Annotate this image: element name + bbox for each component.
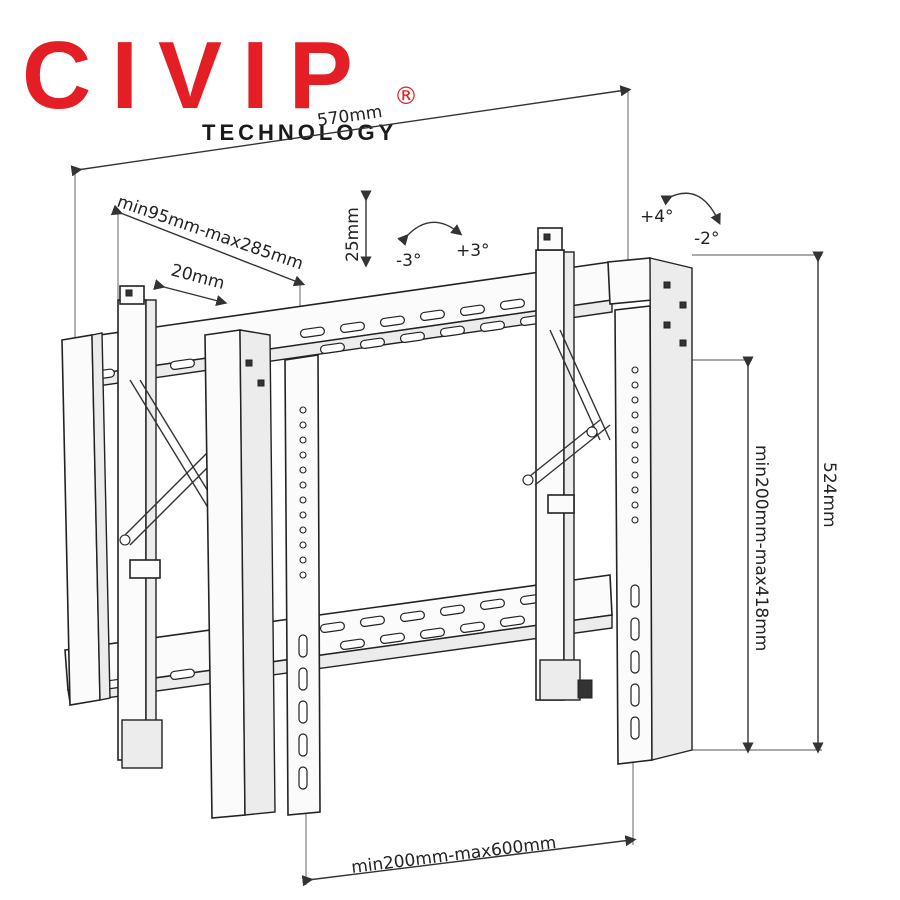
arm-offset-label: 20mm [169, 261, 227, 294]
vesa-horizontal-dimension: min200mm-max600mm [301, 760, 637, 887]
right-inner-strip [614, 305, 653, 765]
vesa-vertical-label: min200mm-max418mm [751, 445, 771, 651]
tilt-lr-indicator: -3° +3° [396, 221, 490, 271]
overall-height-label: 524mm [819, 462, 839, 528]
tilt-right-label: +3° [456, 241, 490, 261]
tilt-up-label: +4° [640, 207, 674, 227]
vesa-horizontal-label: min200mm-max600mm [350, 833, 557, 878]
curved-arrow-icon [397, 221, 463, 246]
tilt-ud-indicator: +4° -2° [640, 192, 721, 249]
vertical-adjust-label: 25mm [343, 207, 363, 262]
wall-mount-bracket [61, 227, 693, 819]
left-vesa-bar [204, 329, 276, 819]
arm-spacing-label: min95mm-max285mm [114, 192, 305, 275]
arm-offset-dimension: 20mm [153, 261, 228, 307]
left-wall-upright [61, 332, 111, 706]
vesa-vertical-dimension: min200mm-max418mm [640, 356, 771, 754]
tilt-left-label: -3° [396, 251, 421, 271]
registered-mark: ® [394, 82, 418, 110]
tilt-down-label: -2° [694, 229, 719, 249]
right-popout-arm [522, 227, 611, 701]
vertical-adjust-dimension: 25mm [343, 190, 372, 268]
left-inner-strip [284, 354, 321, 816]
left-strip-holes [298, 406, 308, 790]
right-vesa-bar [607, 257, 693, 761]
right-strip-holes [630, 366, 640, 740]
overall-height-dimension: 524mm [692, 251, 839, 754]
brand-logo: CIVIP ® TECHNOLOGY [22, 22, 418, 145]
curved-arrow-icon [660, 192, 721, 226]
